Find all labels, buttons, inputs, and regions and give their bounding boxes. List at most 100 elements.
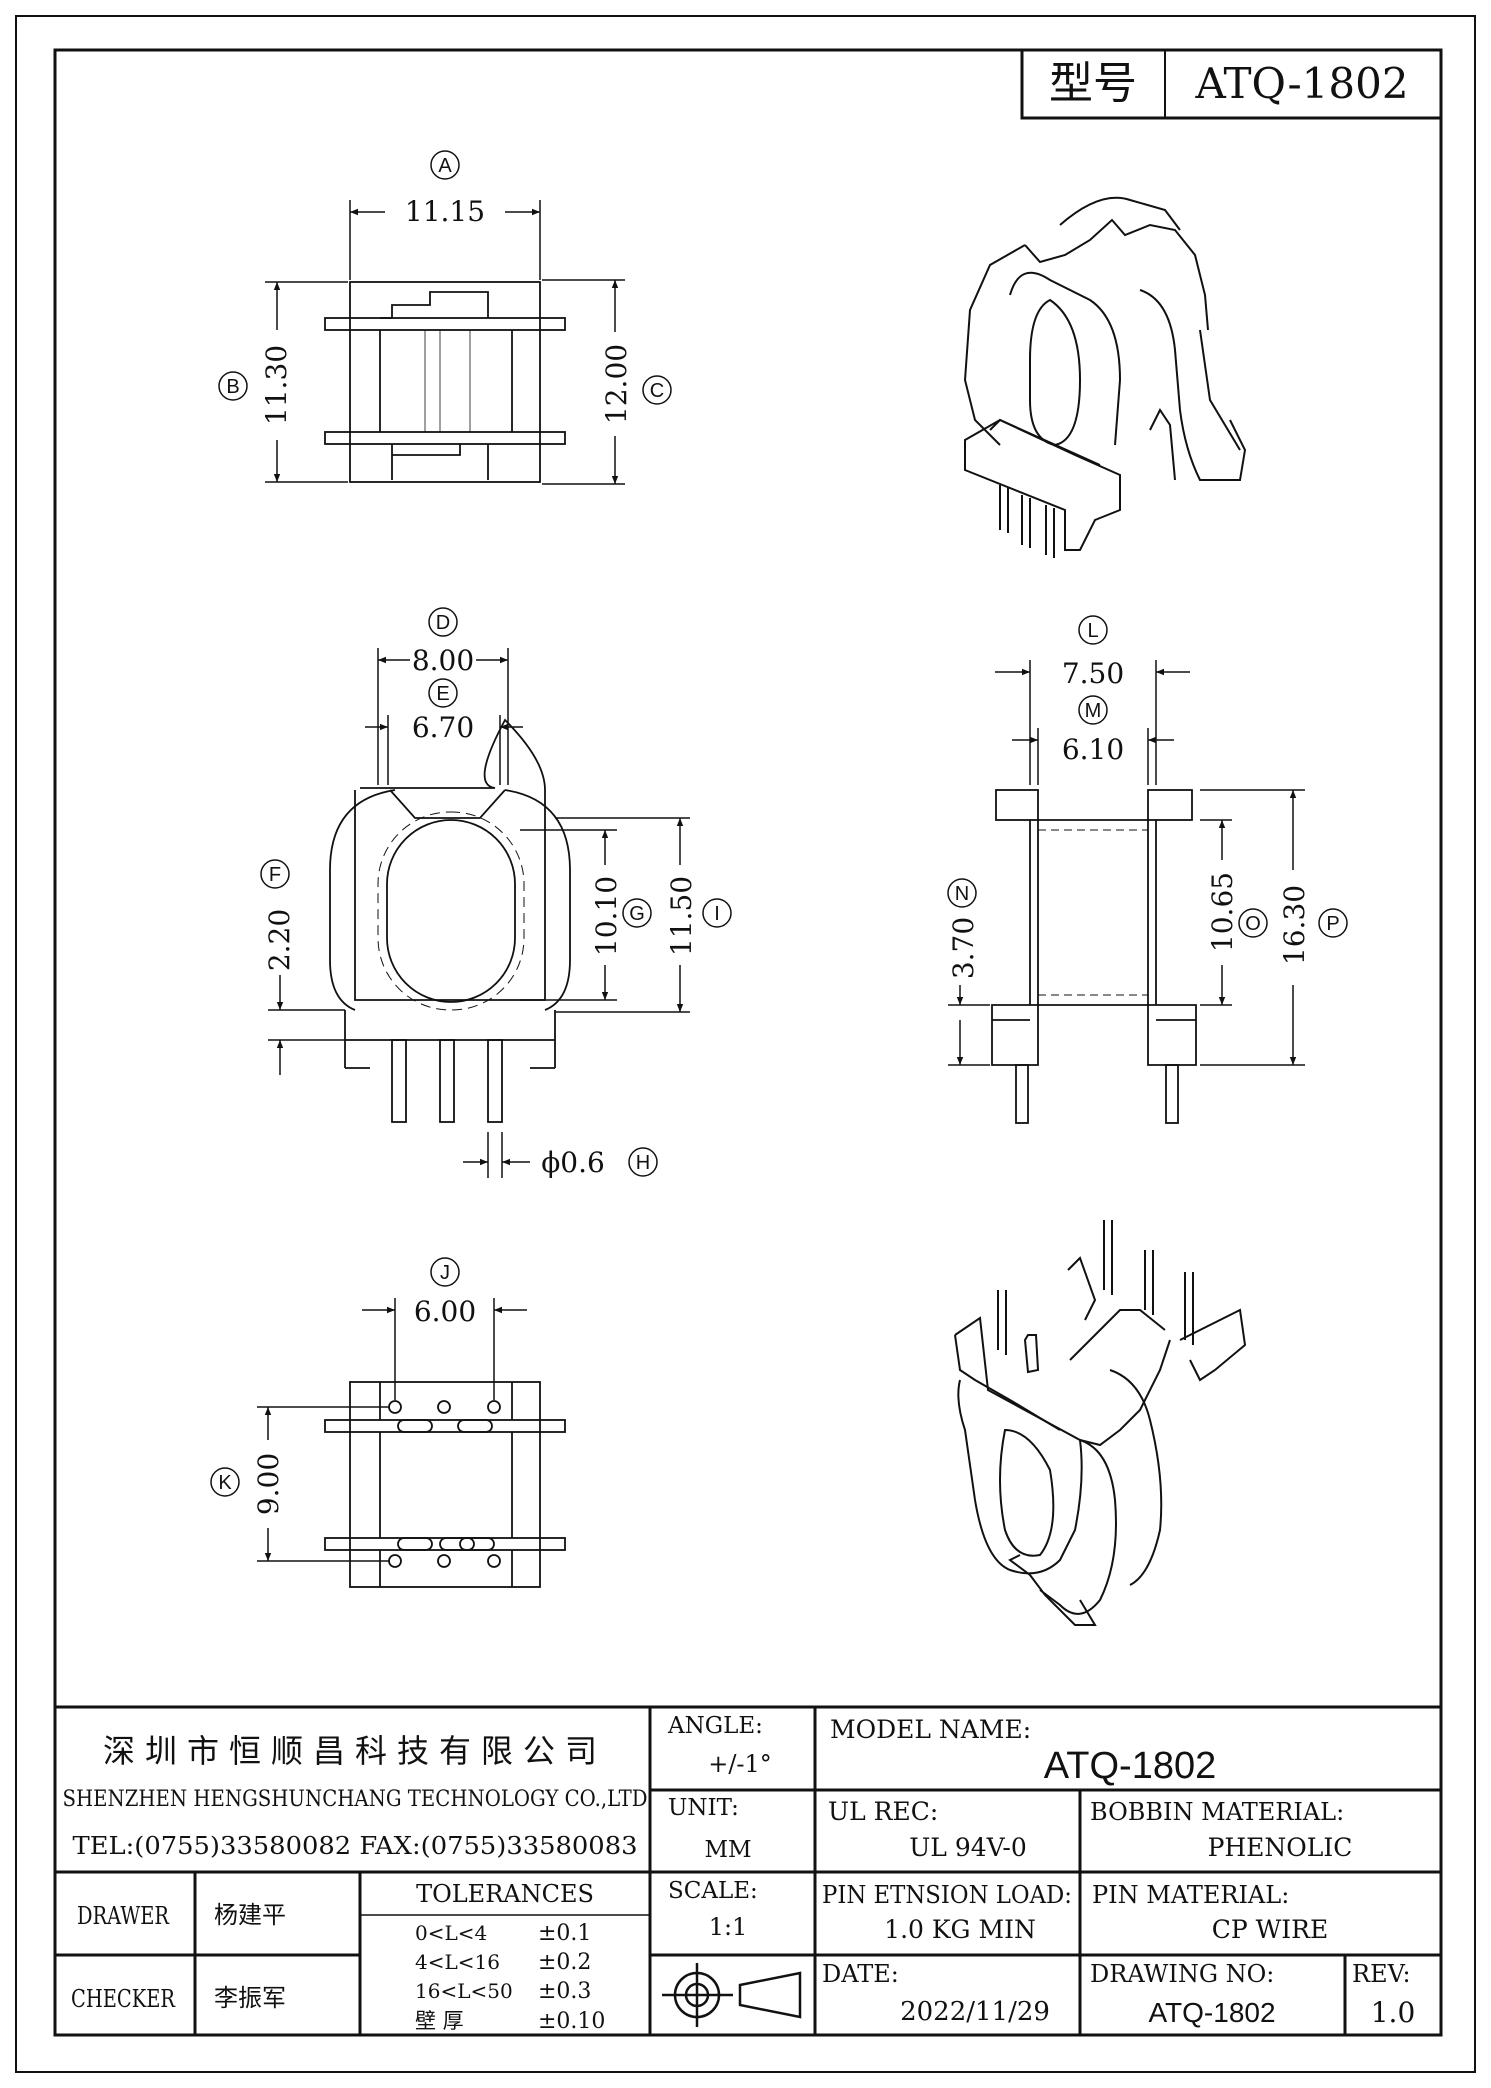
dim-c-value: 12.00 — [600, 344, 633, 424]
dim-g-letter: G — [629, 903, 645, 925]
dim-e-letter: E — [436, 683, 449, 705]
dim-m-letter: M — [1085, 700, 1102, 722]
dim-e-value: 6.70 — [412, 711, 474, 744]
ul-label: UL REC: — [828, 1797, 938, 1826]
pin-material-value: CP WIRE — [1212, 1915, 1329, 1944]
header-model-box: 型号 ATQ-1802 — [1020, 48, 1443, 120]
dim-h — [463, 1132, 658, 1178]
iso-view-top — [963, 196, 1247, 558]
angle-value: +/-1° — [708, 1750, 772, 1778]
model-name-value: ATQ-1802 — [1044, 1745, 1216, 1787]
angle-label: ANGLE: — [667, 1713, 763, 1739]
tolerance-value-1: ±0.1 — [538, 1921, 591, 1946]
dim-e — [365, 678, 523, 785]
dim-g — [520, 829, 652, 1001]
company-cn: 深圳市恒顺昌科技有限公司 — [103, 1732, 607, 1770]
dim-o-value: 10.65 — [1206, 872, 1239, 952]
dim-o-letter: O — [1245, 913, 1261, 935]
front-view — [329, 718, 571, 1123]
checker-name: 李振军 — [214, 1984, 286, 2012]
header-model-value: ATQ-1802 — [1194, 59, 1408, 108]
dim-a — [349, 150, 541, 280]
unit-label: UNIT: — [668, 1795, 739, 1821]
company-en: SHENZHEN HENGSHUNCHANG TECHNOLOGY CO.,LT… — [63, 1787, 648, 1812]
dim-f-value: 2.20 — [263, 909, 296, 971]
iso-view-bottom — [954, 1220, 1247, 1626]
dim-a-value: 11.15 — [405, 195, 485, 228]
tolerance-range-1: 0<L<4 — [415, 1921, 487, 1945]
dim-d-value: 8.00 — [412, 644, 474, 677]
tolerance-value-4: ±0.10 — [538, 2009, 605, 2034]
dim-k — [210, 1406, 390, 1562]
dim-h-value: ϕ0.6 — [541, 1146, 605, 1179]
dim-j-value: 6.00 — [414, 1295, 476, 1328]
drawer-name: 杨建平 — [214, 1901, 286, 1929]
drawing-no-value: ATQ-1802 — [1148, 1997, 1275, 2028]
dim-b-letter: B — [226, 376, 239, 398]
tolerances-label: TOLERANCES — [416, 1880, 594, 1908]
dim-l — [995, 615, 1190, 785]
dim-i-value: 11.50 — [665, 876, 698, 956]
dim-o — [1200, 819, 1268, 1006]
drawer-label: DRAWER — [77, 1902, 170, 1930]
dim-p-value: 16.30 — [1278, 885, 1311, 965]
tolerance-value-3: ±0.3 — [538, 1979, 591, 2004]
dim-d — [377, 607, 509, 785]
inner-border — [53, 48, 1443, 2037]
top-view — [324, 281, 566, 483]
pin-material-label: PIN MATERIAL: — [1092, 1881, 1289, 1909]
dim-b-value: 11.30 — [260, 345, 293, 425]
dim-l-letter: L — [1087, 620, 1098, 642]
dim-c-letter: C — [650, 380, 664, 402]
bobbin-value: PHENOLIC — [1208, 1833, 1353, 1862]
dim-m — [1012, 695, 1174, 785]
projection-symbol — [662, 1963, 802, 2027]
checker-label: CHECKER — [71, 1985, 176, 2013]
model-name-label: MODEL NAME: — [830, 1715, 1031, 1744]
tolerance-range-3: 16<L<50 — [415, 1979, 513, 2003]
tolerance-range-4: 壁 厚 — [415, 2009, 464, 2033]
dim-g-value: 10.10 — [590, 876, 623, 956]
outer-border — [15, 15, 1476, 2073]
pin-load-value: 1.0 KG MIN — [884, 1915, 1036, 1944]
unit-value: MM — [704, 1837, 751, 1863]
dim-b — [218, 281, 348, 483]
drawing-no-label: DRAWING NO: — [1090, 1960, 1274, 1988]
rev-label: REV: — [1352, 1960, 1411, 1988]
ul-value: UL 94V-0 — [909, 1833, 1027, 1862]
date-value: 2022/11/29 — [900, 1997, 1050, 2027]
dim-n — [947, 878, 990, 1066]
dim-f — [260, 859, 345, 1075]
dim-f-letter: F — [269, 864, 281, 886]
tolerance-value-2: ±0.2 — [538, 1950, 591, 1975]
header-model-label: 型号 — [1049, 58, 1137, 109]
dim-l-value: 7.50 — [1062, 657, 1124, 690]
side-view — [991, 789, 1197, 1124]
title-block-grid — [55, 1705, 1441, 2035]
dim-a-letter: A — [438, 155, 452, 177]
dim-h-letter: H — [636, 1152, 650, 1174]
bobbin-label: BOBBIN MATERIAL: — [1090, 1798, 1344, 1826]
dim-n-value: 3.70 — [947, 917, 980, 979]
pin-load-label: PIN ETNSION LOAD: — [822, 1881, 1072, 1909]
dim-p-letter: P — [1326, 913, 1339, 935]
dim-i — [555, 817, 732, 1013]
scale-label: SCALE: — [668, 1878, 758, 1904]
dim-i-letter: I — [714, 903, 720, 925]
dim-k-value: 9.00 — [252, 1453, 285, 1515]
tolerance-range-2: 4<L<16 — [415, 1950, 500, 1974]
dim-p — [1200, 789, 1348, 1066]
dim-n-letter: N — [955, 883, 969, 905]
rev-value: 1.0 — [1371, 1996, 1416, 2029]
date-label: DATE: — [822, 1960, 899, 1988]
company-contact: TEL:(0755)33580082 FAX:(0755)33580083 — [73, 1832, 638, 1860]
bottom-view — [324, 1381, 566, 1588]
dim-j-letter: J — [440, 1262, 450, 1284]
dim-k-letter: K — [218, 1472, 232, 1494]
dim-m-value: 6.10 — [1062, 733, 1124, 766]
dim-d-letter: D — [436, 612, 450, 634]
scale-value: 1:1 — [709, 1913, 748, 1941]
dim-c — [542, 279, 672, 485]
dim-j — [362, 1257, 527, 1400]
